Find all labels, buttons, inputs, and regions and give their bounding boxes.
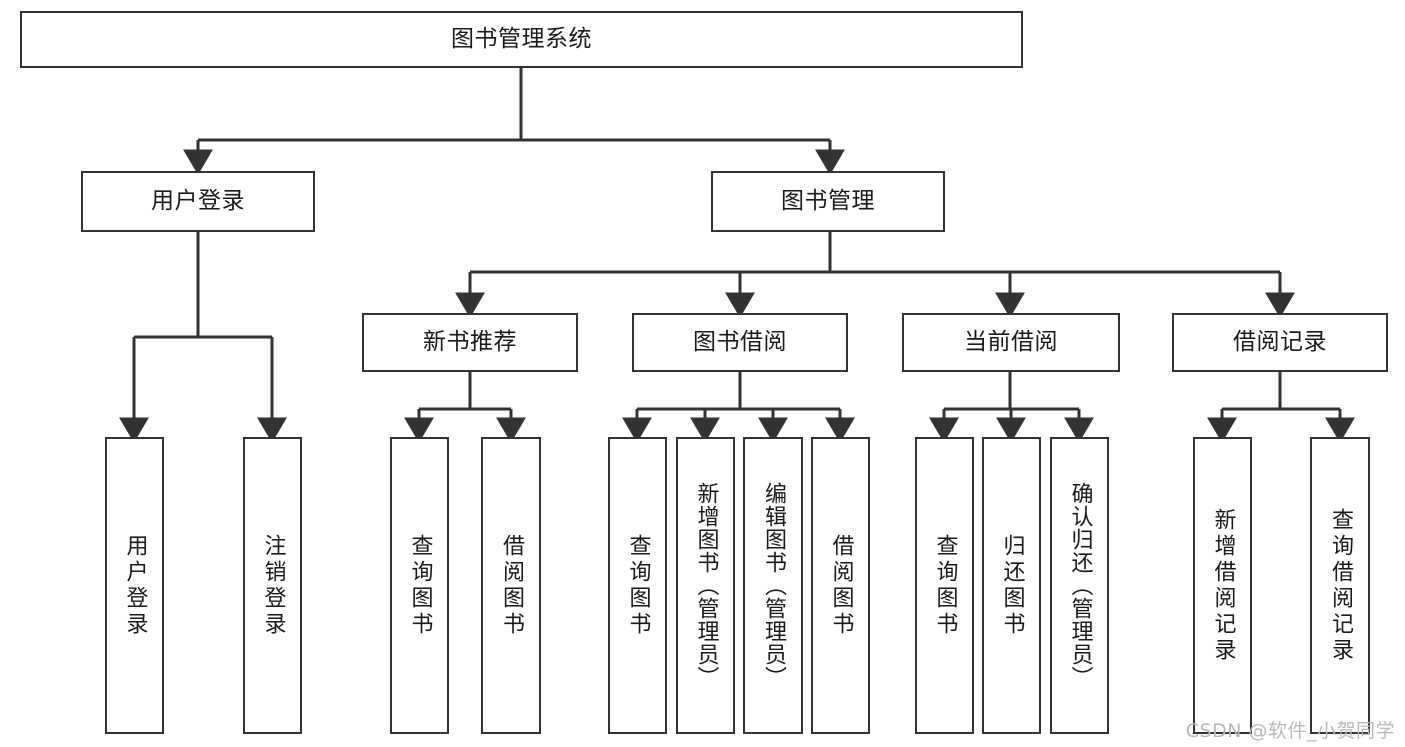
root-to-level2-connectors [183, 68, 845, 175]
leaf-query-book-borrow[interactable]: 查询图书 [608, 437, 667, 734]
leaf-add-borrow-record[interactable]: 新增借阅记录 [1193, 437, 1252, 734]
node-label: 图书管理系统 [451, 25, 592, 52]
node-root-system[interactable]: 图书管理系统 [20, 11, 1023, 68]
node-label: 新书推荐 [423, 328, 517, 355]
node-label: 新增借阅记录 [1210, 507, 1236, 664]
node-label: 查询图书 [407, 533, 433, 638]
node-user-login[interactable]: 用户登录 [81, 171, 315, 232]
leaf-borrow-book[interactable]: 借阅图书 [811, 437, 870, 734]
borrowbook-to-leaves-connectors [622, 372, 855, 443]
node-label: 查询图书 [625, 533, 651, 638]
node-label: 图书管理 [781, 187, 875, 214]
node-current-borrow[interactable]: 当前借阅 [902, 313, 1120, 372]
node-label: 借阅图书 [499, 533, 524, 638]
leaf-edit-book-admin[interactable]: 编辑图书（管理员） [743, 437, 803, 734]
node-label: 借阅图书 [828, 533, 854, 638]
leaf-return-book[interactable]: 归还图书 [982, 437, 1041, 734]
node-label: 归还图书 [999, 533, 1025, 638]
node-new-book-recommend[interactable]: 新书推荐 [362, 313, 578, 372]
watermark: CSDN @软件_小贺同学 [1185, 720, 1395, 742]
leaf-query-borrow-record[interactable]: 查询借阅记录 [1310, 437, 1370, 734]
node-label: 查询借阅记录 [1328, 507, 1353, 664]
userlogin-to-leaves-connectors [119, 232, 287, 443]
leaf-borrow-book-recommend[interactable]: 借阅图书 [481, 437, 541, 734]
node-book-borrow[interactable]: 图书借阅 [632, 313, 848, 372]
node-label: 确认归还（管理员） [1067, 482, 1093, 689]
bookmgmt-to-level3-connectors [455, 232, 1295, 318]
leaf-query-book-recommend[interactable]: 查询图书 [390, 437, 449, 734]
newbook-to-leaves-connectors [404, 372, 526, 443]
node-label: 图书借阅 [693, 328, 787, 355]
node-label: 编辑图书（管理员） [761, 482, 786, 689]
node-label: 当前借阅 [964, 328, 1058, 355]
node-book-management[interactable]: 图书管理 [711, 171, 945, 232]
currentborrow-to-leaves-connectors [929, 372, 1094, 443]
node-label: 注销登录 [260, 533, 286, 638]
leaf-logout[interactable]: 注销登录 [243, 437, 302, 734]
leaf-user-login[interactable]: 用户登录 [105, 437, 164, 734]
node-label: 借阅记录 [1233, 328, 1327, 355]
node-label: 查询图书 [932, 533, 958, 638]
node-label: 用户登录 [122, 533, 148, 638]
node-label: 用户登录 [151, 187, 245, 214]
node-label: 新增图书（管理员） [693, 482, 719, 689]
node-borrow-record[interactable]: 借阅记录 [1172, 313, 1388, 372]
leaf-confirm-return-admin[interactable]: 确认归还（管理员） [1050, 437, 1109, 734]
leaf-add-book-admin[interactable]: 新增图书（管理员） [676, 437, 735, 734]
leaf-query-book-current[interactable]: 查询图书 [915, 437, 974, 734]
borrowrecord-to-leaves-connectors [1207, 372, 1355, 443]
